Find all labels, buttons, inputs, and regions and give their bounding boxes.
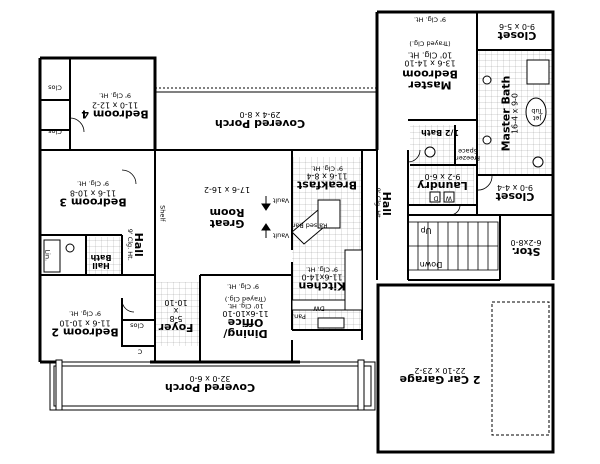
- great-room-vault-bottom: Vault: [272, 231, 290, 240]
- closet-mid-label: Closet 9-0 x 4-4: [485, 183, 545, 203]
- stor-label: Stor. 6-2x8-0: [503, 238, 549, 258]
- master-bath-fixtures: [482, 59, 550, 168]
- bedroom3-name: Bedroom 3: [59, 195, 127, 209]
- breakfast-label: Breakfast 11-6 x 8-4 9' Clg. Ht.: [292, 164, 362, 192]
- foyer-tile: [154, 282, 200, 346]
- dining-label: Dining/ Office 11-6x10-10 10' Clg. Ht. (…: [208, 295, 283, 341]
- exterior-walls: [38, 10, 555, 454]
- great-room-name: Great Room: [209, 206, 245, 230]
- bedroom2-size: 11-6 x 10-10: [59, 318, 111, 328]
- hall-right-ceiling: 9' Clg. Ht.: [373, 187, 382, 220]
- hall-bath-tile: [86, 237, 122, 275]
- master-bath-size: 16-4 x 9-0: [510, 92, 520, 135]
- master-bedroom-ceiling: 10' Clg. Ht.: [407, 50, 453, 60]
- stairs: [407, 221, 499, 271]
- bedroom2-name: Bedroom 2: [51, 325, 119, 339]
- master-bedroom-size: 13-6 x 14-10: [404, 58, 456, 68]
- closet-top-label: Closet 9-0 x 5-6: [487, 22, 547, 42]
- great-room-label: Great Room 17-6 x 16-2: [196, 185, 258, 230]
- washer-label: W: [445, 194, 452, 203]
- top-porch: [155, 87, 377, 93]
- vault-arrows: [261, 196, 271, 238]
- bedroom3-ceiling: 9' Clg. Ht.: [76, 179, 110, 188]
- hall-left-ceiling: 9' Clg. Ht.: [125, 228, 134, 261]
- raised-bar-label: Raised Bar: [292, 221, 328, 230]
- bedroom4-name: Bedroom 4: [81, 107, 149, 121]
- master-bath-label: Master Bath 16-4 x 9-0: [500, 74, 520, 154]
- kitchen-name: Kitchen: [298, 279, 346, 293]
- breakfast-ceiling: 9' Clg. Ht.: [310, 164, 344, 173]
- hall-right-name: Hall: [379, 191, 393, 216]
- dining-note: (Trayed Clg.): [224, 295, 267, 304]
- half-bath-label: 1/2 Bath: [421, 128, 459, 137]
- bedroom2-ceiling: 9' Clg. Ht.: [68, 309, 102, 318]
- great-room-vault-top: Vault: [272, 196, 290, 205]
- half-bath-tile: [410, 125, 456, 165]
- covered-porch-top-label: Covered Porch 29-4 x 8-0: [205, 110, 315, 130]
- stairs-up-label: Up: [420, 226, 432, 235]
- foyer-size: 5-8 x 10-10: [164, 298, 188, 323]
- hall-bath-fixtures: [43, 146, 455, 273]
- stor-name: Stor.: [511, 245, 541, 258]
- bedroom2-label: Bedroom 2 11-6 x 10-10 9' Clg. Ht.: [50, 309, 120, 339]
- closet-top-name: Closet: [497, 29, 537, 42]
- foyer-name: Foyer: [158, 321, 194, 334]
- coat-closet-label: C: [137, 347, 143, 356]
- kitchen-ceiling: 9' Clg. Ht.: [305, 265, 339, 274]
- dining-name: Dining/ Office: [223, 316, 268, 340]
- master-bedroom-note: (Trayed Clg.): [409, 39, 451, 48]
- covered-porch-top-name: Covered Porch: [214, 117, 306, 130]
- hall-bath-label: Hall Bath: [90, 253, 112, 270]
- covered-porch-bottom-name: Covered Porch: [164, 381, 256, 394]
- kitchen-label: Kitchen 11-6x14-0 9' Clg. Ht.: [290, 265, 354, 293]
- hall-right-label: Hall 9' Clg. Ht.: [373, 179, 393, 229]
- closet-mid-name: Closet: [495, 190, 535, 203]
- master-top-ceiling: 9' Clg. Ht.: [413, 15, 447, 24]
- stairs-down-label: Down: [419, 260, 443, 269]
- covered-porch-bottom-label: Covered Porch 32-0 x 6-0: [150, 374, 270, 394]
- jet-tub-label: Jet Tub: [531, 107, 543, 123]
- garage-name: 2 Car Garage: [399, 373, 481, 386]
- doors: [69, 117, 493, 313]
- garage-label: 2 Car Garage 22-10 x 23-2: [385, 366, 495, 386]
- dryer-label: D: [433, 194, 439, 203]
- linen-label: Lin.: [43, 249, 52, 262]
- bedroom4-ceiling: 9' Clg. Ht.: [98, 91, 132, 100]
- dining-top-ceiling: 9' Clg. Ht.: [226, 282, 260, 291]
- bedroom3-label: Bedroom 3 11-6 x 10-8 9' Clg. Ht.: [58, 179, 128, 209]
- breakfast-name: Breakfast: [296, 178, 358, 192]
- hall-left-label: Hall 9' Clg. Ht.: [125, 220, 145, 270]
- breakfast-table: [317, 199, 341, 229]
- shelf-label: Shelf: [158, 205, 167, 222]
- laundry-name: Laundry: [417, 179, 468, 192]
- interior-walls: [40, 12, 553, 363]
- master-bedroom-label: Master Bedroom 13-6 x 14-10 10' Clg. Ht.…: [395, 39, 465, 92]
- freezer-label: Freezer Space: [456, 147, 480, 163]
- closet-top-size: 9-0 x 5-6: [499, 22, 535, 31]
- laundry-label: Laundry 9-2 x 6-0: [415, 172, 470, 192]
- garage-bay: [491, 301, 550, 436]
- bottom-porch: [49, 359, 376, 411]
- dining-size: 11-6x10-10: [222, 309, 269, 318]
- closet-mid-size: 9-0 x 4-4: [497, 183, 533, 192]
- bedroom4-clos-2: Clos: [48, 127, 62, 136]
- bedroom4-clos-1: Clos: [48, 83, 62, 92]
- great-room-size: 17-6 x 16-2: [203, 185, 251, 194]
- bedroom2-clos: Clos: [130, 321, 144, 330]
- stor-size: 6-2x8-0: [510, 238, 542, 247]
- bedroom4-label: Bedroom 4 11-0 x 12-2 9' Clg. Ht.: [80, 91, 150, 121]
- hall-left-name: Hall: [131, 232, 145, 257]
- dining-ceiling: 10' Clg. Ht.: [227, 302, 264, 310]
- laundry-tile: [410, 165, 474, 205]
- pantry-label: Pan.: [292, 312, 306, 321]
- master-bedroom-name: Master Bedroom: [402, 67, 458, 92]
- dishwasher-label: DW: [313, 304, 325, 313]
- foyer-label: Foyer 5-8 x 10-10: [156, 298, 196, 334]
